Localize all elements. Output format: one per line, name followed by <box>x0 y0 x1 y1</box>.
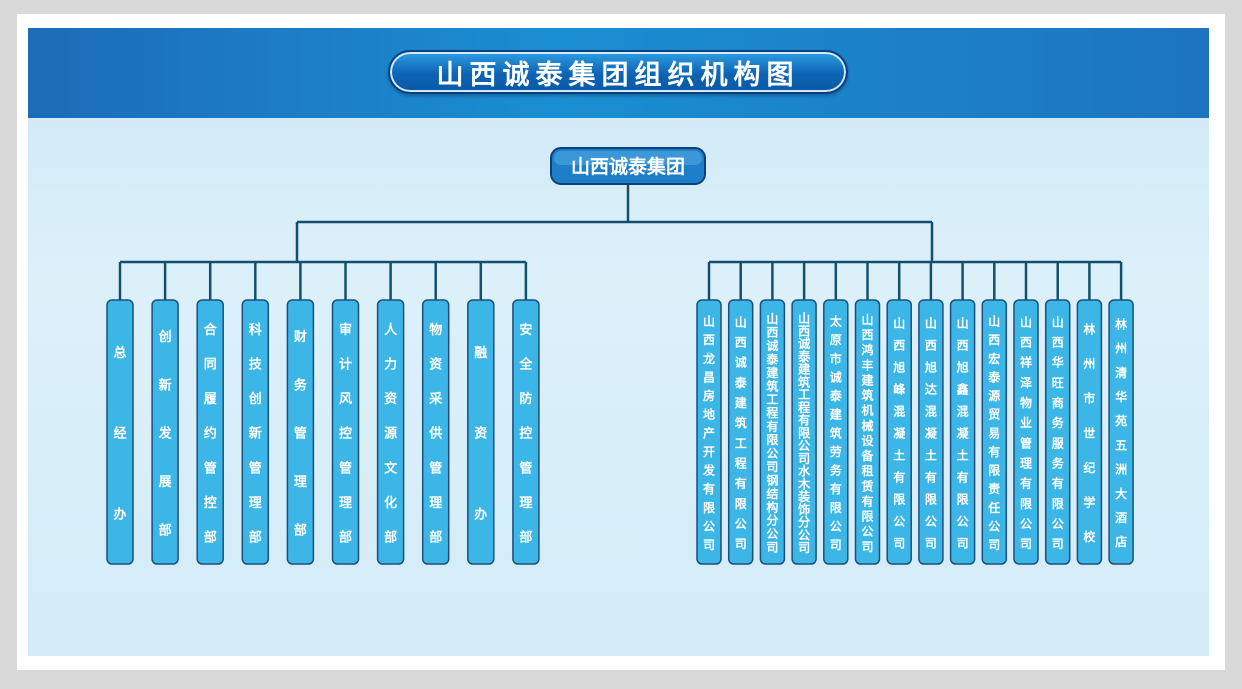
company: 山西宏泰源贸易有限责任公司 <box>981 299 1008 565</box>
root-node: 山西诚泰集团 <box>550 147 706 185</box>
company: 山西旭达混凝土有限公司 <box>918 299 944 565</box>
department-box <box>421 299 450 565</box>
company-label: 山西宏泰源贸易有限责任公司 <box>987 314 1001 552</box>
company-label: 山西祥泽物业管理有限公司 <box>1020 314 1032 551</box>
company-box <box>823 299 849 565</box>
department-label: 财务管理部 <box>294 329 308 539</box>
company-box <box>981 299 1008 565</box>
company: 林州市世纪学校 <box>1076 299 1103 565</box>
department-box <box>376 299 405 565</box>
department-label: 人力资源文化部 <box>384 322 398 545</box>
department-label: 总经办 <box>113 345 126 522</box>
company-box <box>696 299 722 565</box>
department: 创新发展部 <box>151 299 179 565</box>
company: 山西祥泽物业管理有限公司 <box>1013 299 1039 565</box>
company-box <box>854 299 881 565</box>
company-group: 山西龙昌房地产开发有限公司 山西诚泰建筑工程有限公司 山西诚泰建筑工程有限公司钢结构… <box>696 299 1134 565</box>
department: 总经办 <box>106 299 134 565</box>
connector-lines <box>118 184 1123 300</box>
company-box <box>918 299 944 565</box>
company: 山西龙昌房地产开发有限公司 <box>696 299 722 565</box>
department-box <box>241 299 270 565</box>
company-box <box>949 299 976 565</box>
company-label: 山西诚泰建筑工程有限公司钢结构分公司 <box>765 311 779 555</box>
company-label: 林州市世纪学校 <box>1082 322 1096 544</box>
company-box <box>791 299 817 565</box>
department: 融资办 <box>467 299 495 565</box>
company-label: 山西诚泰建筑工程有限公司 <box>734 314 748 551</box>
department-label: 审计风控管理部 <box>339 322 352 545</box>
company-box <box>1076 299 1103 565</box>
root-box <box>550 147 706 185</box>
department-box <box>286 299 315 565</box>
department: 安全防控管理部 <box>512 299 540 565</box>
company-label: 山西诚泰建筑工程有限公司水木装饰分公司 <box>797 311 811 555</box>
department-box <box>196 299 224 565</box>
company: 太原市诚泰建筑劳务有限公司 <box>823 299 849 565</box>
root-highlight <box>554 151 702 165</box>
company: 林州清华苑五洲大酒店 <box>1108 299 1134 565</box>
root-label: 山西诚泰集团 <box>571 155 685 178</box>
company-label: 林州清华苑五洲大酒店 <box>1114 316 1127 549</box>
department-label: 融资办 <box>474 345 487 522</box>
chart-title: 山西诚泰集团组织机构图 <box>388 50 848 94</box>
company: 山西诚泰建筑工程有限公司水木装饰分公司 <box>791 299 817 565</box>
org-chart: 山西诚泰集团 总经办 创新发展部 合同履约管控部 科技创新管理部 财务管理部 审计风控管理… <box>106 147 1134 565</box>
company-label: 太原市诚泰建筑劳务有限公司 <box>829 314 843 552</box>
department-label: 科技创新管理部 <box>248 322 263 545</box>
company-label: 山西旭峰混凝土有限公司 <box>892 315 906 550</box>
department-box <box>467 299 495 565</box>
department-label: 物资采供管理部 <box>428 322 443 545</box>
department-box <box>331 299 360 565</box>
company-label: 山西龙昌房地产开发有限公司 <box>702 314 716 552</box>
company-label: 山西旭鑫混凝土有限公司 <box>956 315 970 550</box>
department: 合同履约管控部 <box>196 299 224 565</box>
company: 山西鸿丰建筑机械设备租赁有限公司 <box>854 299 881 565</box>
company-label: 山西旭达混凝土有限公司 <box>924 315 938 550</box>
department-group: 总经办 创新发展部 合同履约管控部 科技创新管理部 财务管理部 审计风控管理部 人力资源文化… <box>106 299 540 565</box>
company: 山西旭鑫混凝土有限公司 <box>949 299 976 565</box>
company-box <box>1044 299 1071 565</box>
department: 财务管理部 <box>286 299 315 565</box>
department: 科技创新管理部 <box>241 299 270 565</box>
company-box <box>886 299 912 565</box>
department: 人力资源文化部 <box>376 299 405 565</box>
company-box <box>1108 299 1134 565</box>
department-label: 创新发展部 <box>158 329 173 539</box>
company: 山西旭峰混凝土有限公司 <box>886 299 912 565</box>
department: 物资采供管理部 <box>421 299 450 565</box>
company-box <box>727 299 754 565</box>
department-box <box>106 299 134 565</box>
org-chart-board: 山西诚泰集团组织机构图 山西诚泰集团 总经办 创新发展部 合同履约管控部 科技创新管理… <box>28 28 1209 656</box>
company-box <box>1013 299 1039 565</box>
department-label: 安全防控管理部 <box>518 322 533 545</box>
company: 山西华旺商务服务有限公司 <box>1044 299 1071 565</box>
company-box <box>759 299 786 565</box>
company-label: 山西鸿丰建筑机械设备租赁有限公司 <box>860 312 874 554</box>
department-box <box>151 299 179 565</box>
company-label: 山西华旺商务服务有限公司 <box>1052 314 1065 551</box>
company: 山西诚泰建筑工程有限公司 <box>727 299 754 565</box>
department-label: 合同履约管控部 <box>204 322 218 545</box>
company: 山西诚泰建筑工程有限公司钢结构分公司 <box>759 299 786 565</box>
department: 审计风控管理部 <box>331 299 360 565</box>
department-box <box>512 299 540 565</box>
